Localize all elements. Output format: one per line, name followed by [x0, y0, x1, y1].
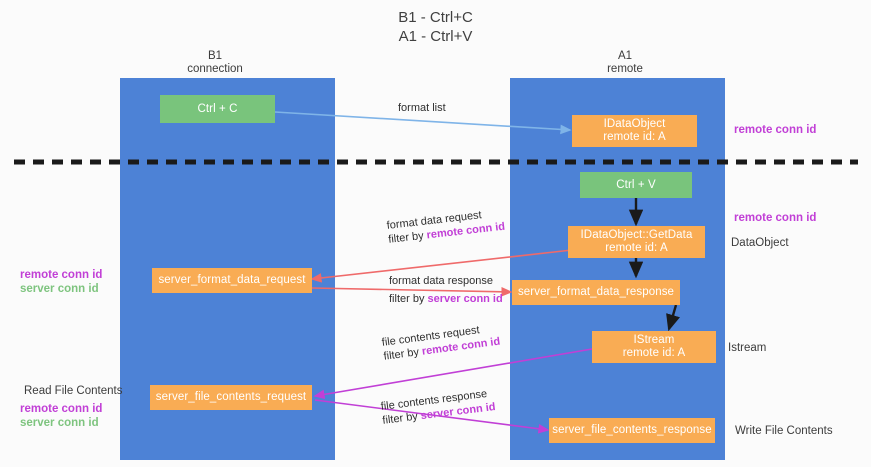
node-ctrl-c-label: Ctrl + C — [197, 102, 238, 115]
lane-header-b1-role: connection — [187, 63, 243, 75]
edge-label-format-list: format list — [398, 101, 446, 115]
page-title-line1: B1 - Ctrl+C — [398, 9, 473, 26]
edge-label-file-contents-request: file contents request filter by remote c… — [381, 321, 501, 364]
annotation-remote-conn-id-top: remote conn id — [734, 124, 817, 136]
node-server-format-data-request[interactable]: server_format_data_request — [152, 268, 312, 293]
edge-label-format-data-response: format data response filter by server co… — [389, 274, 503, 306]
node-server-format-data-response-label: server_format_data_response — [517, 286, 675, 298]
filter-key-server-conn-id: server conn id — [427, 293, 503, 305]
node-server-format-data-response[interactable]: server_format_data_response — [512, 280, 680, 305]
node-ctrl-c[interactable]: Ctrl + C — [160, 95, 275, 123]
node-getdata[interactable]: IDataObject::GetData remote id: A — [568, 226, 705, 258]
node-server-file-contents-response-label: server_file_contents_response — [552, 424, 712, 436]
edge-label-format-data-response-line2: filter by server conn id — [389, 292, 503, 306]
node-istream-sub: remote id: A — [622, 347, 686, 359]
annotation-istream: Istream — [728, 342, 767, 354]
node-idataobject[interactable]: IDataObject remote id: A — [572, 115, 697, 147]
node-idataobject-label: IDataObject — [603, 118, 666, 130]
lane-header-a1-name: A1 — [617, 50, 633, 62]
node-ctrl-v-label: Ctrl + V — [616, 178, 656, 191]
annotation-remote-conn-id-mid: remote conn id — [734, 212, 817, 224]
filter-by-text: filter by — [389, 293, 428, 305]
edge-label-format-list-line1: format list — [398, 102, 446, 114]
edge-label-format-data-request: format data request filter by remote con… — [386, 206, 506, 247]
node-getdata-label: IDataObject::GetData — [580, 229, 693, 241]
page-title-line2: A1 - Ctrl+V — [398, 28, 473, 45]
lane-header-a1-role: remote — [607, 63, 643, 75]
annotation-dataobject: DataObject — [731, 237, 789, 249]
node-istream-label: IStream — [633, 334, 675, 346]
annotation-read-file-contents: Read File Contents — [24, 385, 123, 397]
lane-header-a1: A1 remote — [565, 50, 685, 76]
node-ctrl-v[interactable]: Ctrl + V — [580, 172, 692, 198]
annotation-left-server-conn-id-2: server conn id — [20, 417, 99, 429]
lane-header-b1-name: B1 — [207, 50, 223, 62]
filter-by-text: filter by — [381, 410, 422, 427]
filter-by-text: filter by — [387, 229, 428, 246]
node-server-file-contents-request[interactable]: server_file_contents_request — [150, 385, 312, 410]
node-getdata-sub: remote id: A — [605, 242, 668, 254]
edge-label-file-contents-response: file contents response filter by server … — [380, 386, 496, 428]
annotation-left-remote-conn-id-2: remote conn id — [20, 403, 103, 415]
node-server-format-data-request-label: server_format_data_request — [158, 274, 306, 286]
lane-header-b1: B1 connection — [155, 50, 275, 76]
node-server-file-contents-response[interactable]: server_file_contents_response — [549, 418, 715, 443]
annotation-left-remote-conn-id: remote conn id — [20, 269, 103, 281]
node-idataobject-sub: remote id: A — [603, 131, 666, 143]
annotation-write-file-contents: Write File Contents — [735, 425, 833, 437]
edge-label-format-data-response-line1: format data response — [389, 275, 493, 287]
filter-by-text: filter by — [382, 345, 423, 363]
node-server-file-contents-request-label: server_file_contents_request — [155, 391, 307, 403]
node-istream[interactable]: IStream remote id: A — [592, 331, 716, 363]
annotation-left-server-conn-id: server conn id — [20, 283, 99, 295]
